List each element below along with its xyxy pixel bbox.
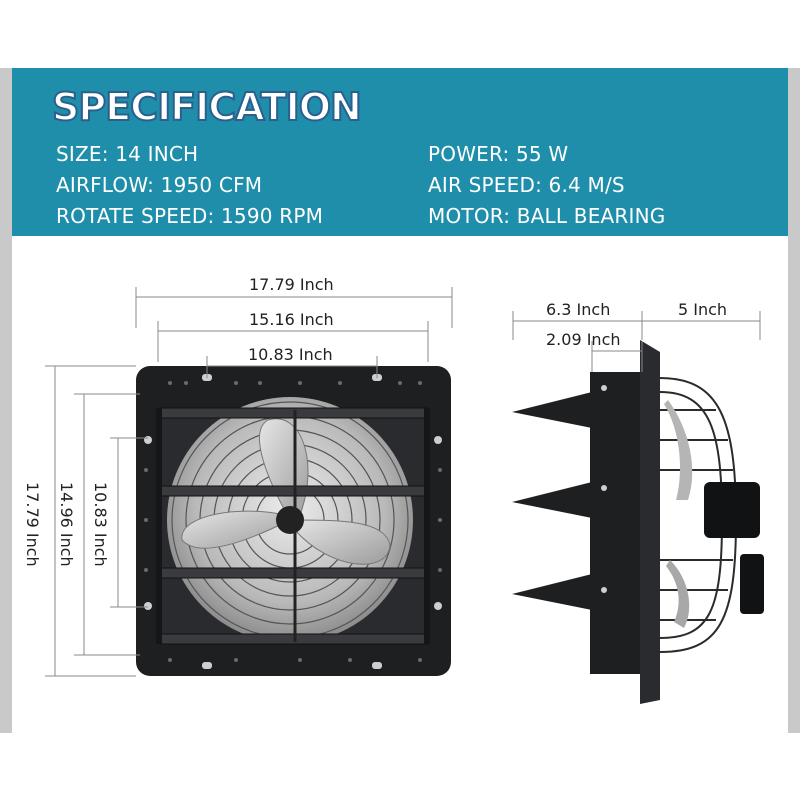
spec-airflow: AIRFLOW: 1950 CFM — [56, 173, 263, 197]
spec-rotate-speed: ROTATE SPEED: 1590 RPM — [56, 204, 324, 228]
front-height-outer-label: 17.79 Inch — [23, 482, 42, 567]
side-depth-total-label: 6.3 Inch — [546, 300, 611, 319]
front-height-mid-label: 14.96 Inch — [57, 482, 76, 567]
spec-power: POWER: 55 W — [428, 142, 569, 166]
side-depth-front-label: 5 Inch — [678, 300, 728, 319]
side-dimension-lines — [512, 311, 761, 372]
side-depth-back-label: 2.09 Inch — [546, 330, 621, 349]
front-dimension-lines — [45, 287, 453, 677]
front-width-inner-label: 10.83 Inch — [248, 345, 333, 364]
front-height-inner-label: 10.83 Inch — [91, 482, 110, 567]
side-fan-view — [512, 340, 764, 704]
front-fan-view — [136, 366, 451, 676]
spec-banner — [12, 68, 788, 236]
spec-title: SPECIFICATION — [51, 84, 363, 130]
spec-size: SIZE: 14 INCH — [56, 142, 199, 166]
front-width-mid-label: 15.16 Inch — [249, 310, 334, 329]
front-width-outer-label: 17.79 Inch — [249, 275, 334, 294]
spec-motor: MOTOR: BALL BEARING — [428, 204, 666, 228]
spec-air-speed: AIR SPEED: 6.4 M/S — [428, 173, 625, 197]
